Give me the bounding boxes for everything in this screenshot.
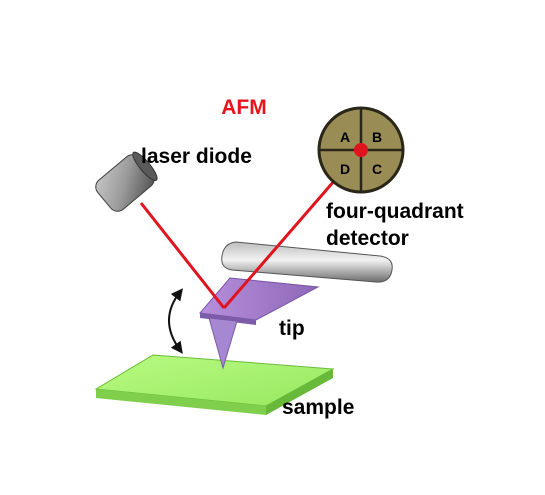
- diagram-title: AFM: [221, 96, 267, 119]
- quadrant-c-label: C: [372, 161, 382, 177]
- tip-label: tip: [279, 317, 305, 340]
- cantilever-holder-icon: [221, 241, 393, 283]
- vertical-motion-arrow-icon: [168, 288, 183, 354]
- sample-label: sample: [282, 396, 354, 419]
- quadrant-a-label: A: [340, 129, 350, 145]
- quadrant-b-label: B: [372, 129, 382, 145]
- detector-icon: A B D C: [317, 106, 405, 194]
- laser-diode-label: laser diode: [141, 145, 252, 168]
- detector-label-line1: four-quadrant: [326, 200, 464, 223]
- sample-plate: [94, 354, 335, 415]
- cantilever: [199, 277, 320, 325]
- laser-spot: [354, 143, 368, 157]
- quadrant-d-label: D: [340, 161, 350, 177]
- afm-tip: [208, 317, 238, 370]
- detector-label-line2: detector: [326, 227, 409, 250]
- laser-diode-icon: [95, 151, 158, 212]
